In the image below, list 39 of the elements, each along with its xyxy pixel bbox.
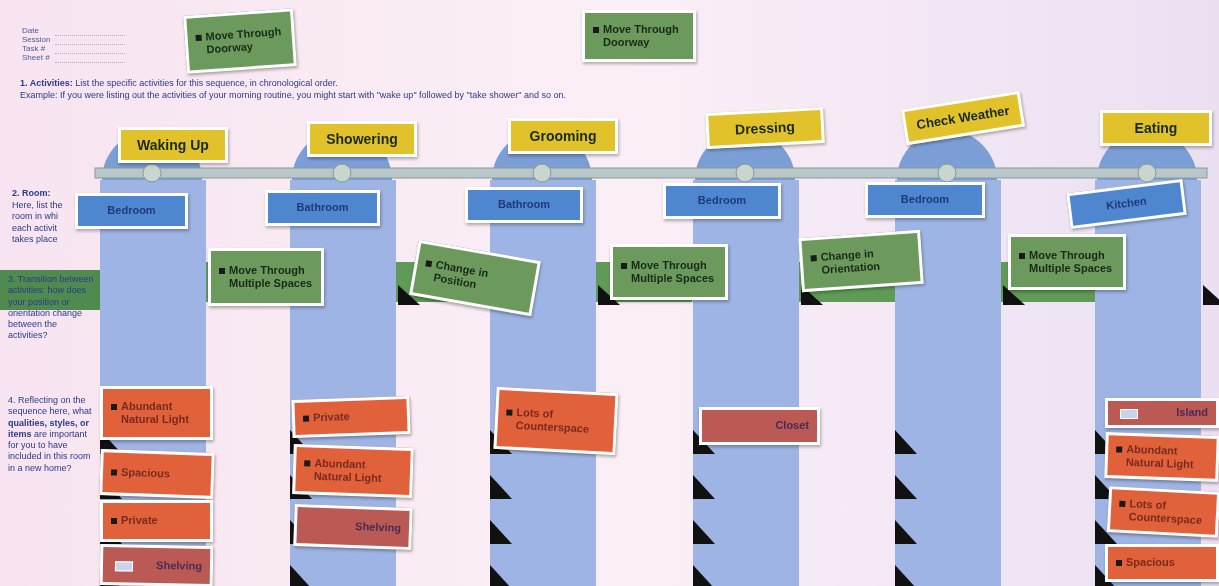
item-card: Closet (699, 407, 820, 445)
transition-card: Move Through Doorway (183, 8, 297, 74)
section-heading: 2. Room: (12, 188, 52, 200)
instruction-text: 1. Activities: List the specific activities for this sequence, in chronological order. (20, 78, 339, 90)
item-card: Shelving (293, 503, 413, 551)
quality-card: Abundant Natural Light (292, 443, 414, 499)
quality-card: Spacious (1105, 544, 1219, 582)
example-text: Example: If you were listing out the activities of your morning routine, you might start with "wake up" followed by "take shower" and so on. (20, 90, 568, 102)
item-card: Shelving (99, 544, 214, 586)
activity-card: Grooming (508, 118, 618, 154)
item-card: Island (1105, 398, 1219, 428)
activity-card: Dressing (705, 106, 825, 150)
transition-card: Move Through Multiple Spaces (1008, 234, 1126, 290)
instruction-text: 3. Transition between activities: how does your position or orientation change between the activities? (8, 274, 95, 342)
transition-card: Move Through Multiple Spaces (208, 248, 324, 306)
transition-card: Change in Orientation (798, 229, 924, 293)
quality-card: Private (100, 500, 213, 542)
room-card: Bedroom (663, 183, 781, 219)
quality-card: Abundant Natural Light (100, 386, 213, 440)
room-card: Bathroom (465, 187, 583, 223)
field-label: Session (22, 35, 51, 44)
activity-card: Waking Up (118, 127, 228, 163)
activity-card: Showering (307, 121, 417, 157)
transition-card: Move Through Multiple Spaces (610, 244, 728, 300)
quality-card: Spacious (99, 449, 215, 499)
quality-card: Lots of Counterspace (1106, 486, 1219, 538)
room-card: Bathroom (265, 190, 380, 226)
room-card: Bedroom (865, 182, 985, 218)
field-label: Sheet # (22, 53, 50, 62)
room-card: Bedroom (75, 193, 188, 229)
instruction-text: Here, list the room in whi each activit takes place (12, 200, 64, 245)
field-label: Task # (22, 44, 46, 53)
quality-card: Abundant Natural Light (1104, 432, 1219, 482)
activity-card: Eating (1100, 110, 1212, 146)
transition-card: Move Through Doorway (582, 10, 696, 62)
quality-card: Lots of Counterspace (493, 386, 619, 456)
instruction-text: 4. Reflecting on the sequence here, what qualities, styles, or items are important for you to have included in this room in a new home? (8, 395, 93, 474)
field-label: Date (22, 26, 39, 35)
activity-card: Check Weather (900, 90, 1026, 146)
